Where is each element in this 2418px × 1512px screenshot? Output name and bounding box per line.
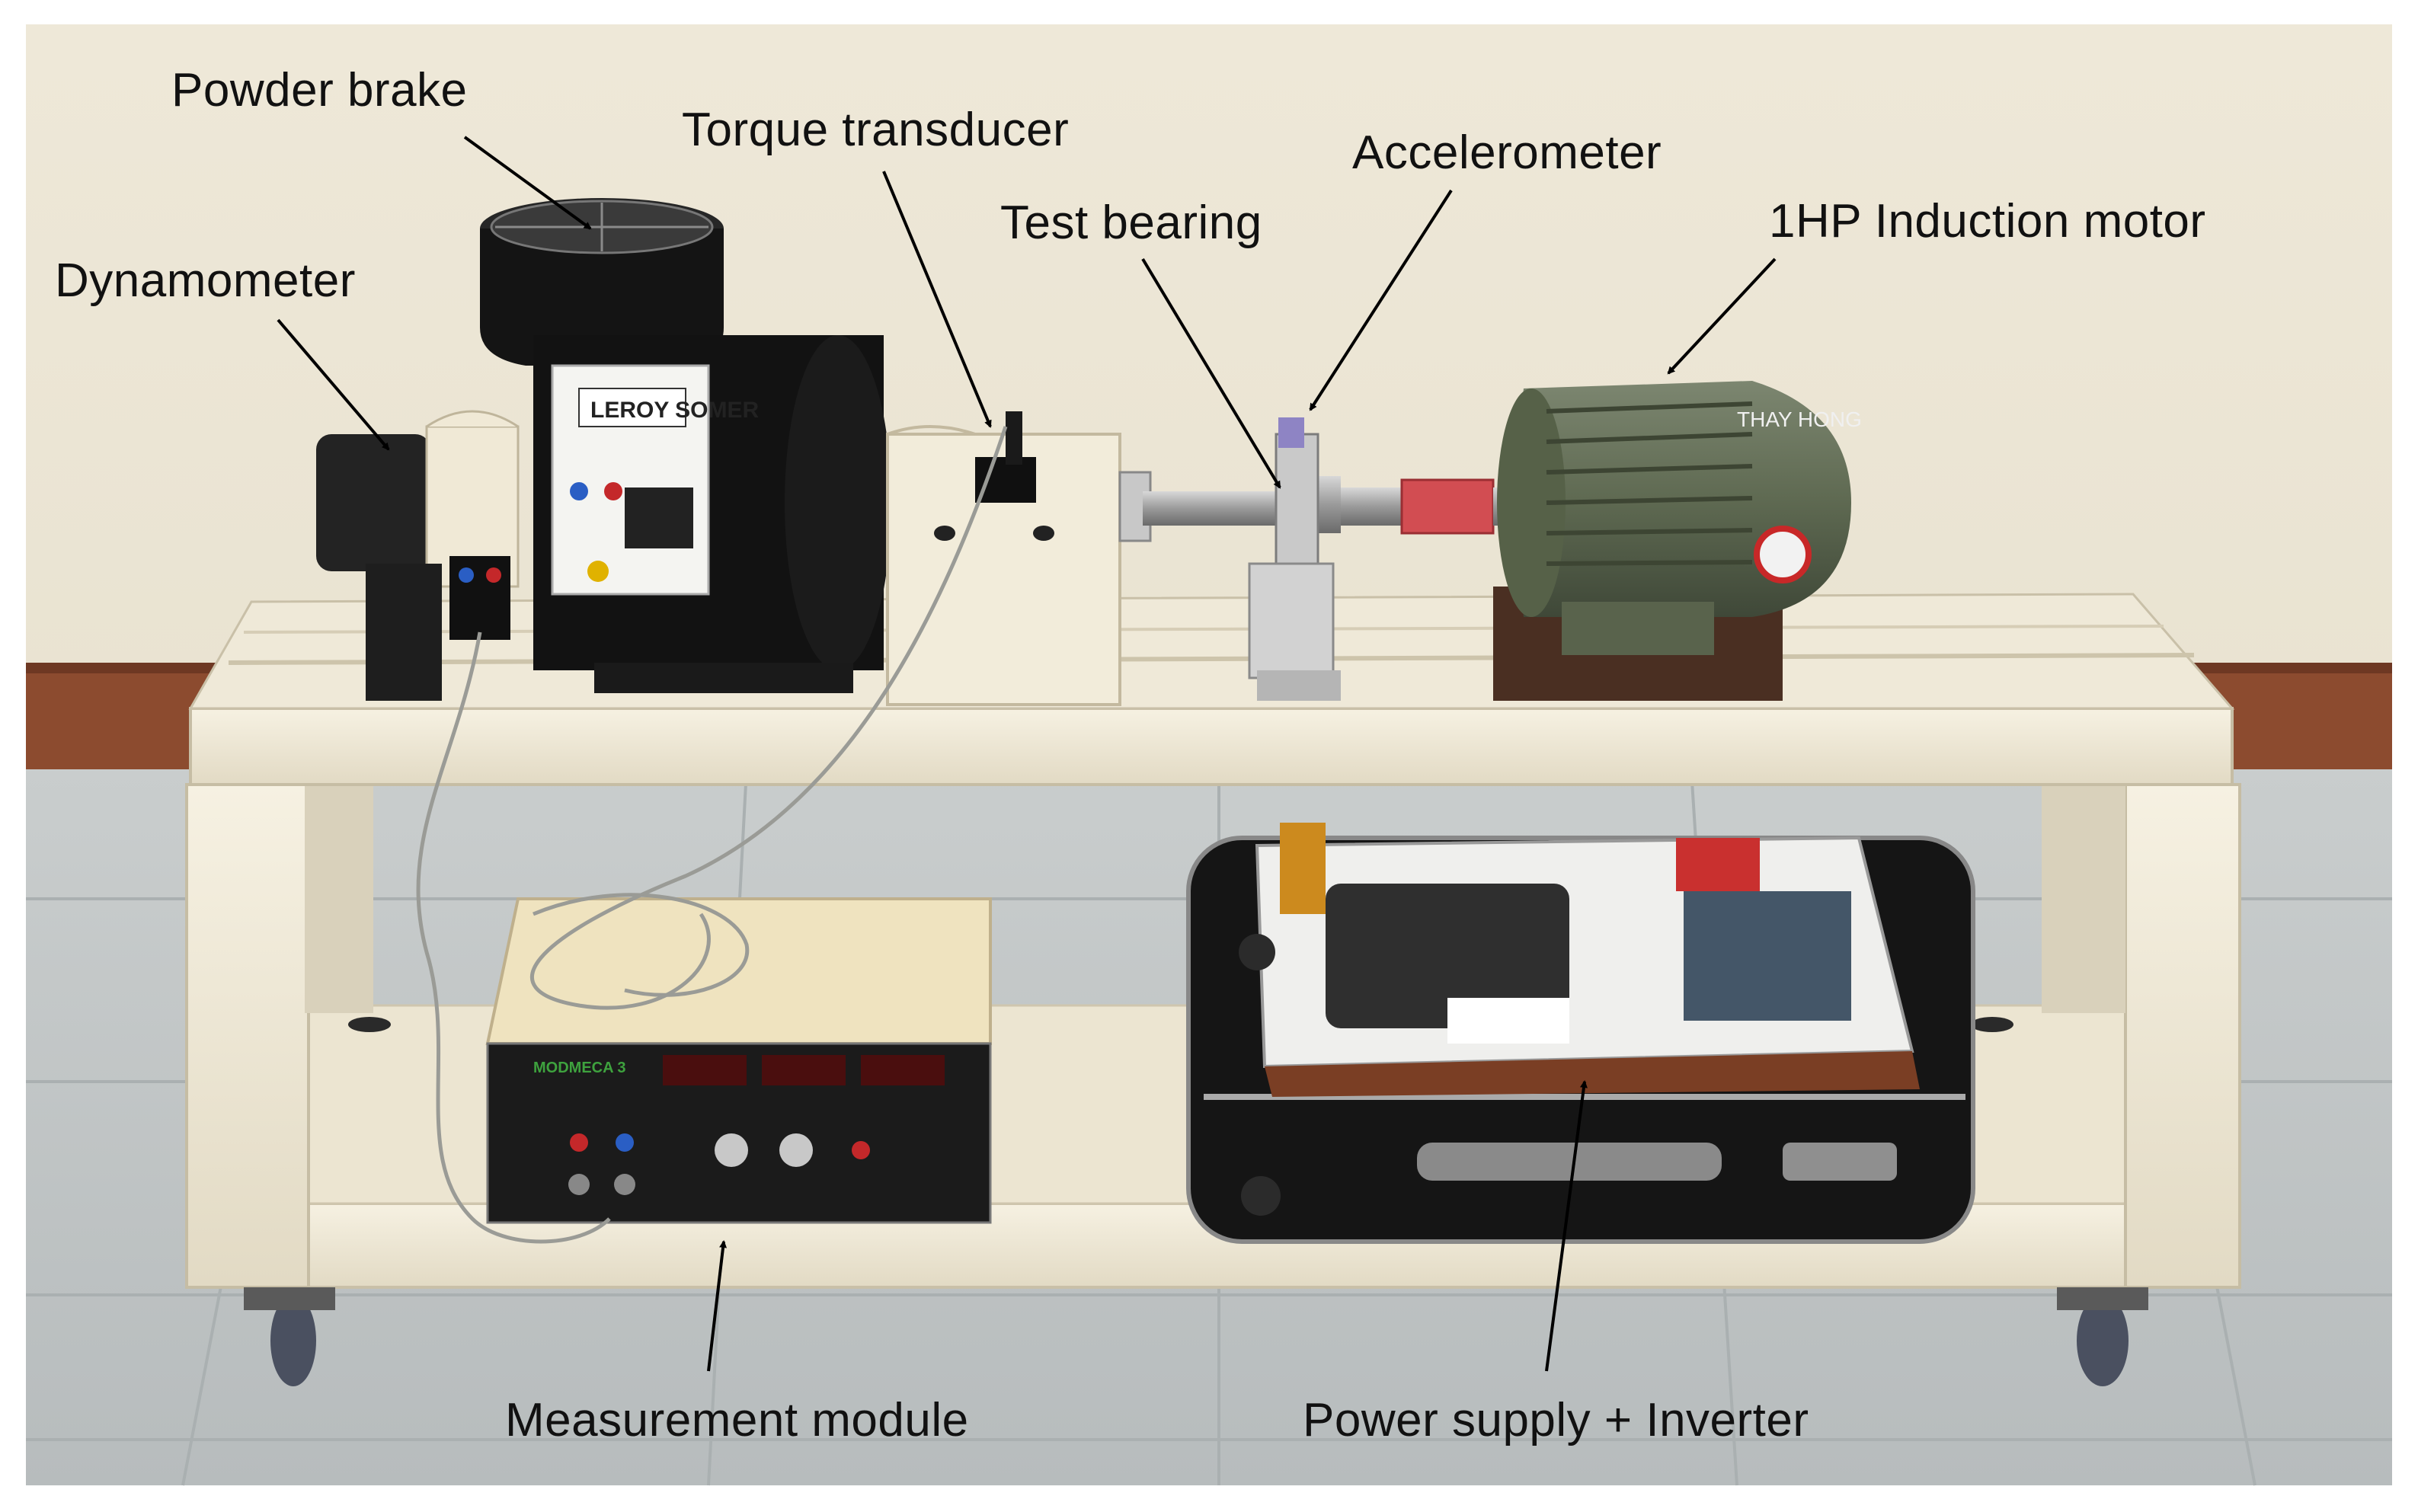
power-supply-inverter-unit <box>1186 823 1975 1244</box>
measurement-module-unit: MODMECA 3 <box>485 897 992 1224</box>
accelerometer-label: Accelerometer <box>1352 126 1662 179</box>
motor-marking: THAY HONG <box>1737 408 1862 431</box>
induction-motor-unit: THAY HONG <box>1493 381 1862 701</box>
module-name: MODMECA 3 <box>533 1060 625 1076</box>
powder-brake-label: Powder brake <box>171 64 468 117</box>
induction-motor-label: 1HP Induction motor <box>1769 195 2206 248</box>
sensor-cables <box>416 426 1008 1244</box>
torque-transducer-label: Torque transducer <box>682 104 1070 156</box>
dynamometer-unit <box>316 410 520 701</box>
dynamometer-label: Dynamometer <box>55 254 356 307</box>
measurement-module-label: Measurement module <box>505 1394 969 1446</box>
annotation-arrows <box>277 136 1777 1372</box>
power-supply-inverter-label: Power supply + Inverter <box>1303 1394 1809 1446</box>
torque-transducer-unit <box>886 411 1121 706</box>
test-bearing-label: Test bearing <box>1000 197 1262 249</box>
powder-brake-unit: LEROY SOMER <box>480 198 891 693</box>
brand-plate-brake: LEROY SOMER <box>590 398 759 423</box>
test-bearing-unit <box>1248 417 1341 701</box>
